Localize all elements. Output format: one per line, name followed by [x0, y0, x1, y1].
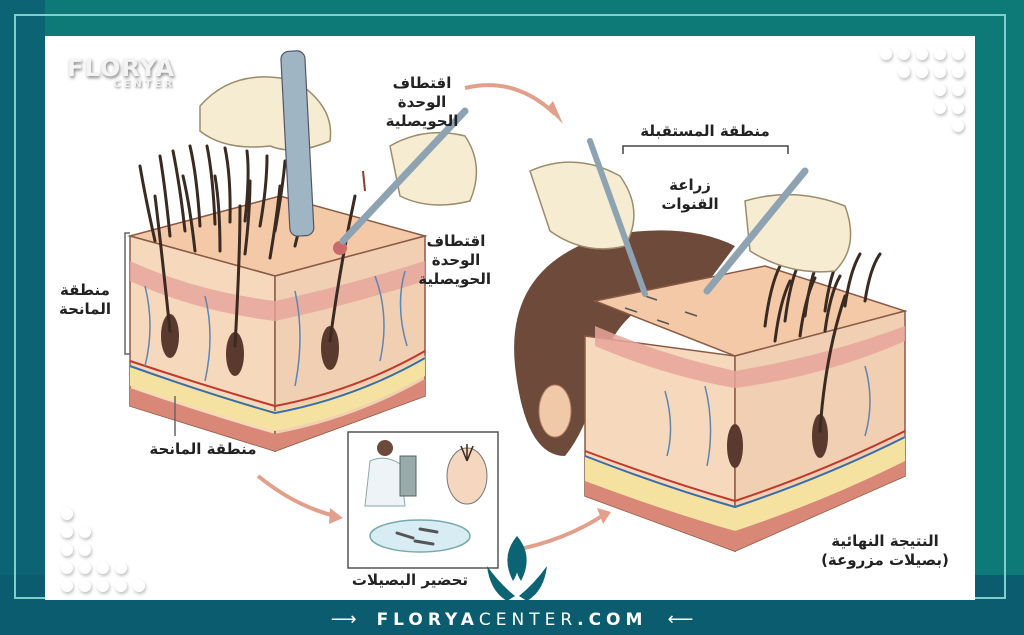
arrow-left-icon: ⟵ — [667, 609, 694, 630]
donor-bracket — [124, 232, 130, 355]
illustration-canvas: FLORYA CENTER اقتطاف الوحدة الحويصلية اق… — [45, 36, 975, 600]
label-final-result: النتيجة النهائية (بصيلات مزروعة) — [815, 532, 955, 570]
recipient-head-block — [514, 230, 908, 553]
recipient-bracket — [622, 145, 789, 154]
final-result-title: النتيجة النهائية — [831, 532, 939, 550]
diagram-illustration — [124, 50, 908, 600]
label-recipient-area: منطقة المستقبلة — [640, 122, 770, 140]
brand-logo: FLORYA CENTER — [67, 54, 175, 90]
footer-bar: ⟶ FLORYACENTER.COM ⟵ — [0, 604, 1024, 635]
label-graft-preparation: تحضير البصيلات — [351, 571, 469, 589]
logo-sub-text: CENTER — [113, 79, 176, 90]
donor-skin-block — [127, 144, 428, 453]
final-result-subtitle: (بصيلات مزروعة) — [821, 550, 949, 569]
label-channel-planting: زراعة القنوات — [661, 176, 719, 213]
label-donor-area-bottom: منطقة المانحة — [149, 440, 257, 458]
arrow-right-icon: ⟶ — [330, 609, 357, 630]
planting-tools — [529, 138, 852, 297]
footer-url[interactable]: FLORYACENTER.COM — [376, 609, 648, 630]
extraction-tools — [199, 50, 478, 245]
graft-preparation-panel — [347, 431, 499, 569]
frame-left-band — [0, 0, 45, 635]
leaf-logo-icon — [487, 536, 547, 600]
label-extraction-top: اقتطاف الوحدة الحويصلية — [385, 74, 459, 130]
logo-main-text: FLORYA — [67, 54, 176, 82]
label-extraction-side: اقتطاف الوحدة الحويصلية — [418, 232, 491, 288]
label-donor-area-side: منطقة المانحة — [58, 281, 111, 318]
